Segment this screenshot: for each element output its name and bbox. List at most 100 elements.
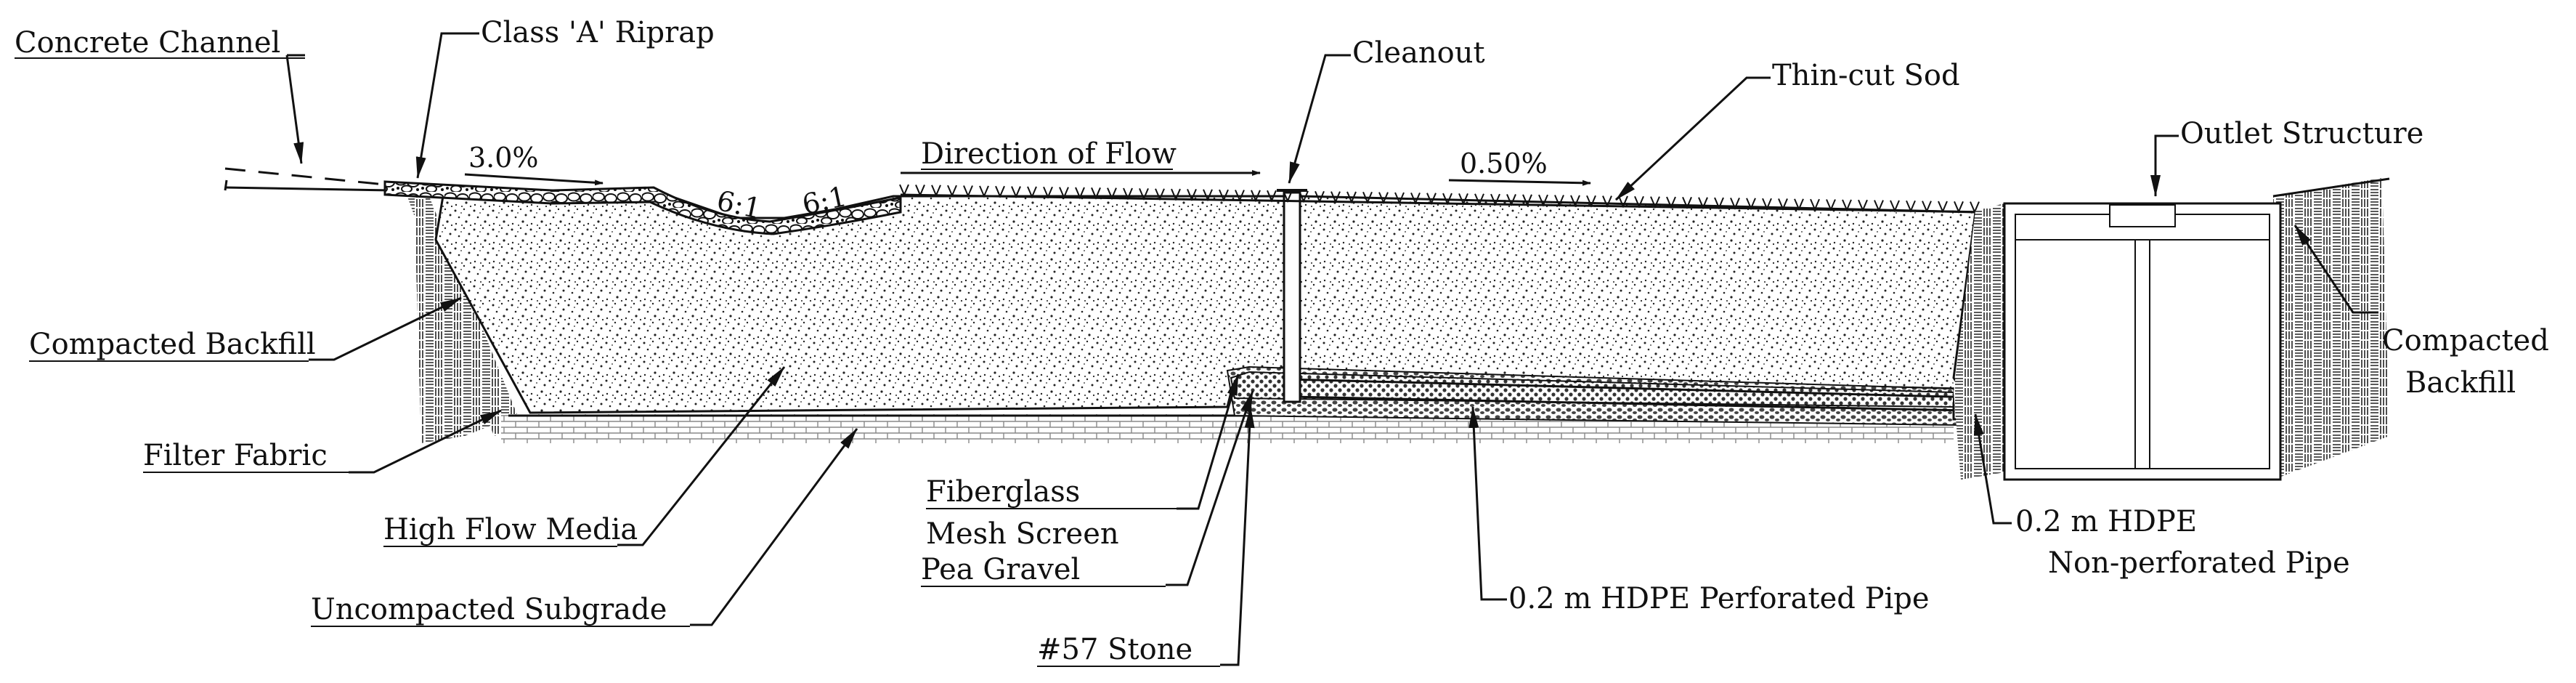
sod-tick — [899, 184, 909, 197]
sod-tick — [1107, 187, 1117, 201]
sod-tick — [1586, 195, 1596, 208]
sod-tick — [1522, 194, 1532, 207]
label-class-a-riprap: Class 'A' Riprap — [481, 16, 715, 49]
sod-tick — [1954, 201, 1964, 214]
sod-tick — [1011, 186, 1021, 199]
slope-arrow-surface — [1448, 179, 1591, 186]
sod-tick — [1139, 187, 1149, 201]
sod-tick — [1554, 195, 1564, 208]
sod-tick — [1426, 193, 1437, 206]
label-high-flow-media: High Flow Media — [383, 513, 638, 546]
sod-tick — [1219, 189, 1229, 202]
sod-tick — [1394, 192, 1405, 205]
sod-tick — [1187, 189, 1197, 201]
sod-tick — [1922, 201, 1932, 214]
sod-tick — [1251, 190, 1261, 203]
outlet-structure — [2003, 202, 2282, 481]
sod-tick — [1730, 197, 1740, 210]
slope-arrow-channel — [464, 173, 604, 186]
label-pea-gravel: Pea Gravel — [921, 553, 1080, 586]
sod-tick — [1458, 193, 1468, 206]
sod-tick — [1123, 187, 1133, 201]
sod-tick — [1043, 186, 1053, 199]
label-fiberglass-1: Fiberglass — [926, 475, 1080, 509]
sod-tick — [1762, 198, 1772, 211]
sod-tick — [1778, 198, 1788, 211]
sod-tick — [1203, 189, 1213, 202]
sod-tick — [1650, 196, 1660, 209]
sod-tick — [1267, 190, 1277, 203]
sod-tick — [1442, 193, 1452, 206]
sod-tick — [963, 185, 973, 198]
sod-tick — [1602, 195, 1612, 209]
sod-tick — [1874, 200, 1884, 213]
surface-line — [900, 193, 1991, 214]
label-thin-cut-sod: Thin-cut Sod — [1772, 59, 1960, 92]
label-fiberglass-2: Mesh Screen — [926, 517, 1119, 551]
sod-tick — [1826, 199, 1836, 212]
direction-of-flow: Direction of Flow — [921, 137, 1177, 171]
label-compacted-backfill-left: Compacted Backfill — [29, 328, 316, 361]
leader-lines — [285, 32, 2378, 666]
label-concrete-channel: Concrete Channel — [15, 26, 280, 60]
label-perforated-pipe: 0.2 m HDPE Perforated Pipe — [1508, 582, 1930, 615]
label-cleanout: Cleanout — [1352, 36, 1485, 70]
sod-tick — [1938, 201, 1948, 214]
sod-tick — [1842, 199, 1852, 212]
sod-tick — [1682, 196, 1692, 209]
high-flow-media-body — [434, 189, 1287, 414]
sod-tick — [1474, 193, 1484, 206]
label-compacted-backfill-right-2: Backfill — [2405, 366, 2516, 400]
sod-tick — [1171, 188, 1181, 201]
sod-tick — [1714, 197, 1724, 210]
sod-tick — [1538, 194, 1548, 207]
sod-tick — [1075, 187, 1085, 200]
label-compacted-backfill-right-1: Compacted — [2382, 324, 2549, 357]
sod-tick — [1858, 199, 1868, 212]
sod-tick — [1810, 198, 1820, 211]
sod-tick — [1410, 192, 1421, 205]
sod-tick — [979, 185, 989, 198]
sod-tick — [1698, 197, 1708, 210]
sod-tick — [1666, 196, 1676, 209]
sod-tick — [1794, 198, 1804, 211]
sod-tick — [1091, 187, 1101, 200]
label-nonperf-pipe-1: 0.2 m HDPE — [2015, 505, 2197, 538]
callout-labels: Concrete Channel Class 'A' Riprap Cleano… — [15, 16, 2549, 667]
sod-tick — [1283, 190, 1293, 203]
sod-tick — [1906, 200, 1916, 213]
sod-tick — [1746, 198, 1756, 211]
sod-tick — [1330, 191, 1341, 204]
class-a-riprap-layer — [383, 180, 902, 235]
sod-tick — [1362, 191, 1373, 204]
sod-tick — [1970, 201, 1980, 214]
label-outlet-structure: Outlet Structure — [2180, 117, 2423, 150]
sod-tick — [1155, 188, 1165, 201]
label-nonperf-pipe-2: Non-perforated Pipe — [2048, 546, 2350, 580]
sod-tick — [1027, 186, 1037, 199]
sod-tick — [1490, 193, 1500, 206]
sod-tick — [1634, 195, 1644, 209]
sod-tick — [1299, 190, 1309, 203]
label-57-stone: #57 Stone — [1037, 633, 1192, 666]
sod-tick — [931, 185, 941, 198]
sod-tick — [1059, 187, 1069, 200]
sod-tick — [1378, 192, 1389, 205]
sod-tick — [1890, 200, 1900, 213]
slope-channel: 3.0% — [468, 142, 539, 174]
slope-annotations: 3.0% 6:1 6:1 Direction of Flow 0.50% — [468, 137, 1548, 225]
sod-tick — [1235, 190, 1245, 203]
slope-surface: 0.50% — [1460, 147, 1548, 179]
label-filter-fabric: Filter Fabric — [143, 439, 328, 472]
sod-tick — [947, 185, 957, 198]
sod-tick — [1570, 195, 1580, 208]
high-flow-media-body-right — [1299, 195, 1977, 390]
sod-tick — [915, 185, 925, 197]
sod-tick — [995, 185, 1005, 198]
sod-tick — [1506, 194, 1516, 206]
concrete-channel-dashed — [224, 167, 393, 187]
right-ground — [1954, 177, 2390, 480]
sod-tick — [1346, 191, 1357, 204]
